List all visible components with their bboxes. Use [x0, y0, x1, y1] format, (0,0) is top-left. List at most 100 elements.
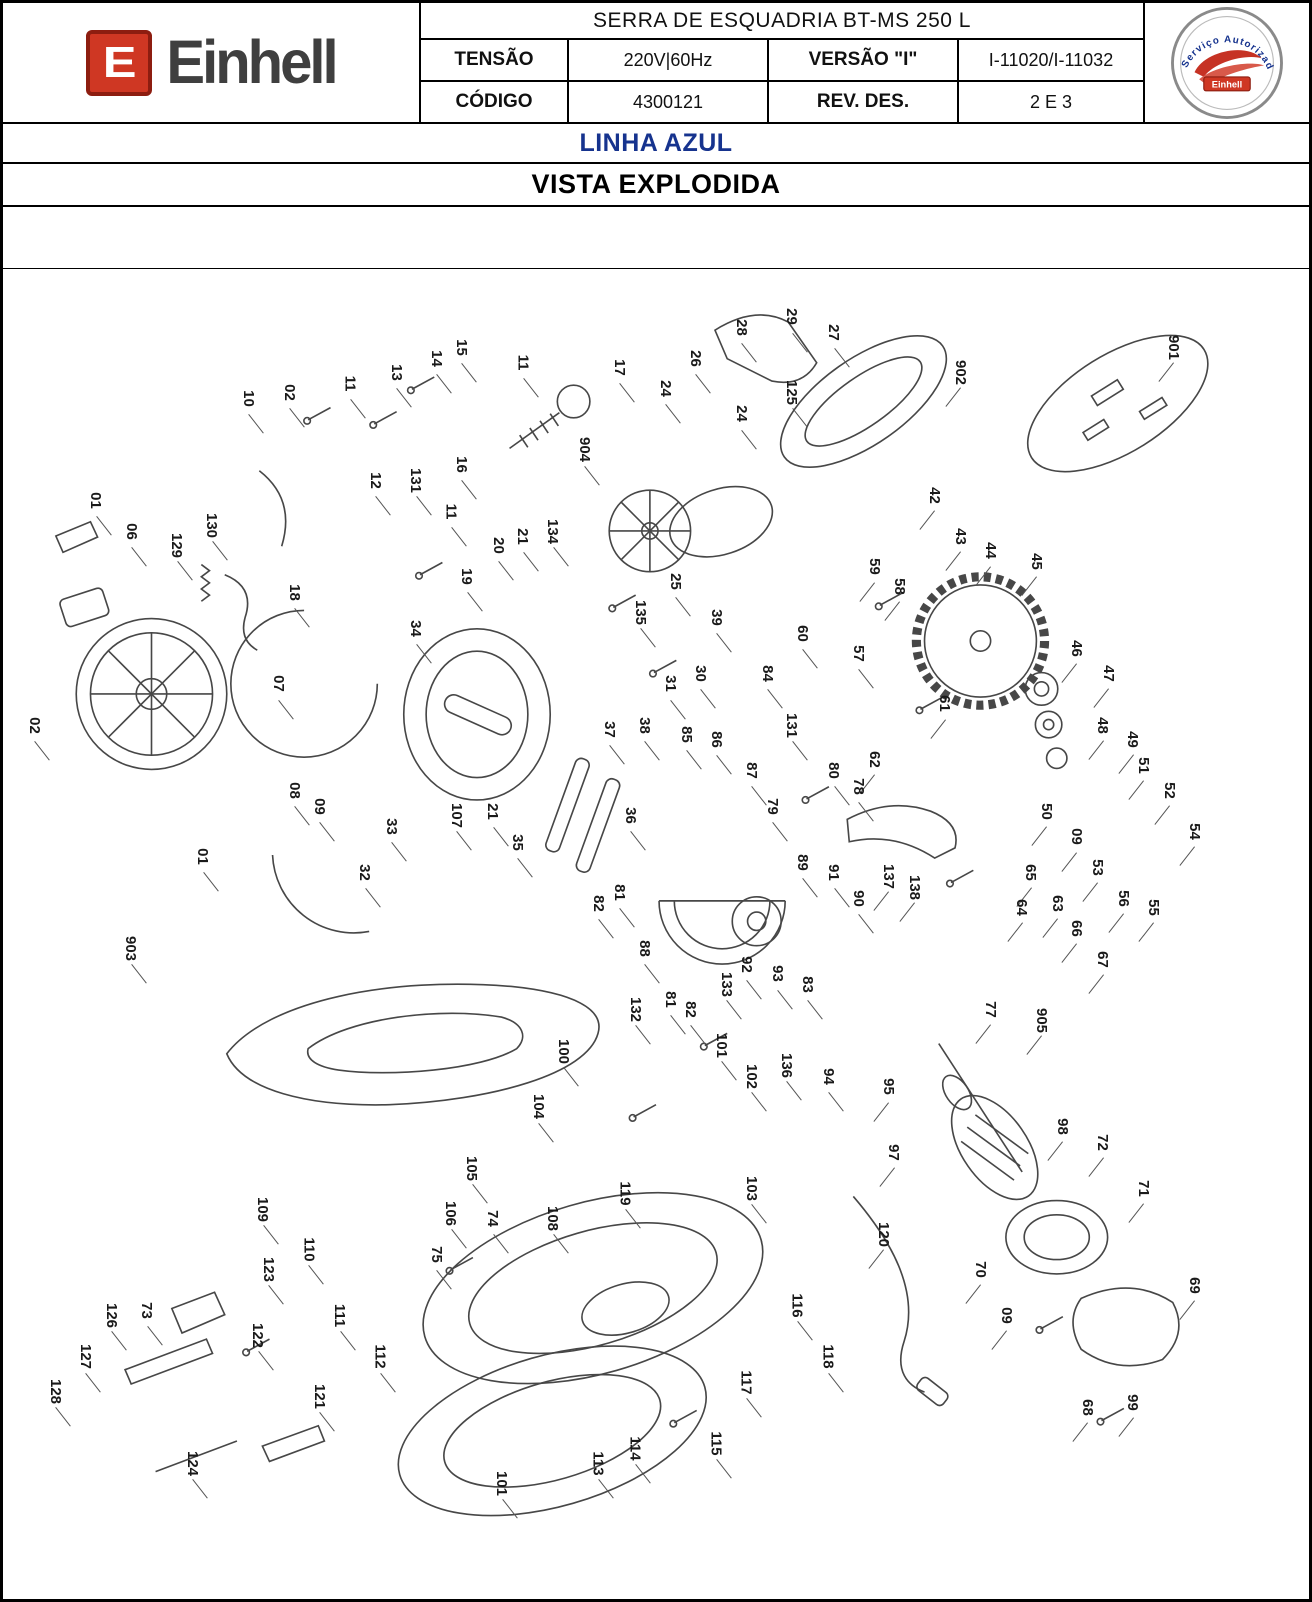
- einhell-logo-icon: E: [86, 29, 153, 96]
- field-value-versao: I-11020/I-11032: [959, 40, 1145, 82]
- part-number: 86: [707, 731, 725, 749]
- part-label-54: 54: [1185, 815, 1203, 849]
- part-number: 121: [310, 1384, 328, 1410]
- part-label-07: 07: [270, 667, 288, 701]
- part-label-905: 905: [1032, 1003, 1050, 1037]
- part-label-39: 39: [707, 600, 725, 634]
- field-value-codigo: 4300121: [569, 82, 769, 122]
- part-label-112: 112: [371, 1340, 389, 1374]
- part-number: 51: [1134, 756, 1152, 774]
- part-number: 29: [783, 308, 801, 326]
- part-label-82: 82: [681, 993, 699, 1027]
- part-label-128: 128: [46, 1375, 64, 1409]
- part-label-51: 51: [1134, 748, 1152, 782]
- part-number: 14: [428, 349, 446, 367]
- part-label-67: 67: [1094, 942, 1112, 976]
- part-number: 65: [1022, 864, 1040, 882]
- part-number: 85: [677, 726, 695, 743]
- part-label-98: 98: [1053, 1110, 1071, 1144]
- part-label-38: 38: [635, 708, 653, 742]
- part-number: 126: [102, 1303, 120, 1329]
- part-number: 105: [463, 1155, 481, 1181]
- part-label-127: 127: [76, 1340, 94, 1374]
- part-label-109: 109: [254, 1192, 272, 1226]
- part-label-903: 903: [122, 932, 140, 966]
- part-number: 78: [849, 778, 867, 795]
- part-number: 31: [661, 675, 679, 693]
- part-label-69: 69: [1185, 1268, 1203, 1302]
- field-label-tensao: TENSÃO: [421, 40, 569, 82]
- part-number: 21: [484, 803, 502, 820]
- part-label-137: 137: [879, 860, 897, 894]
- part-number: 90: [849, 889, 867, 907]
- part-number: 55: [1145, 899, 1163, 916]
- part-number: 02: [280, 384, 298, 402]
- part-number: 107: [447, 803, 465, 829]
- part-number: 32: [356, 864, 374, 882]
- part-label-79: 79: [763, 789, 781, 823]
- part-label-101: 101: [493, 1466, 511, 1500]
- part-number: 67: [1094, 950, 1112, 968]
- part-label-10: 10: [240, 381, 258, 415]
- part-number: 53: [1088, 859, 1106, 876]
- part-number: 11: [514, 354, 532, 371]
- line-name: LINHA AZUL: [579, 128, 733, 157]
- part-label-92: 92: [737, 948, 755, 982]
- part-label-904: 904: [575, 433, 593, 467]
- part-number: 30: [691, 664, 709, 682]
- part-number: 136: [778, 1053, 796, 1079]
- part-label-110: 110: [300, 1232, 318, 1266]
- part-label-131: 131: [783, 708, 801, 742]
- part-number: 54: [1185, 823, 1203, 840]
- field-label-revdes: REV. DES.: [769, 82, 959, 122]
- part-number: 75: [428, 1246, 446, 1263]
- service-badge: Serviço Autorizado Einhell: [1145, 3, 1309, 122]
- part-number: 132: [626, 997, 644, 1023]
- part-label-21: 21: [484, 795, 502, 829]
- part-number: 102: [742, 1063, 760, 1089]
- part-number: 99: [1124, 1393, 1142, 1411]
- part-label-119: 119: [616, 1176, 634, 1210]
- service-badge-icon: Serviço Autorizado Einhell: [1169, 5, 1283, 119]
- section-title: VISTA EXPLODIDA: [531, 169, 781, 199]
- part-label-35: 35: [509, 825, 527, 859]
- part-number: 88: [635, 940, 653, 957]
- part-label-37: 37: [600, 712, 618, 746]
- part-number: 63: [1048, 895, 1066, 912]
- part-label-59: 59: [865, 550, 883, 584]
- part-label-21: 21: [514, 519, 532, 553]
- part-label-72: 72: [1094, 1126, 1112, 1160]
- part-label-123: 123: [259, 1252, 277, 1286]
- part-label-60: 60: [793, 616, 811, 650]
- part-number: 11: [341, 375, 359, 392]
- part-number: 80: [825, 762, 843, 779]
- part-label-129: 129: [168, 529, 186, 563]
- part-number: 97: [885, 1143, 903, 1161]
- part-label-106: 106: [442, 1196, 460, 1230]
- part-label-80: 80: [825, 753, 843, 787]
- part-label-18: 18: [285, 575, 303, 609]
- part-label-105: 105: [463, 1151, 481, 1185]
- part-number: 134: [544, 518, 562, 544]
- part-number: 69: [1185, 1276, 1203, 1294]
- part-label-44: 44: [981, 534, 999, 568]
- part-label-75: 75: [428, 1238, 446, 1272]
- part-number: 39: [707, 609, 725, 626]
- field-value-tensao: 220V|60Hz: [569, 40, 769, 82]
- part-label-82: 82: [590, 886, 608, 920]
- part-label-43: 43: [951, 519, 969, 553]
- part-number: 09: [997, 1307, 1015, 1325]
- part-label-47: 47: [1099, 656, 1117, 690]
- part-label-06: 06: [122, 514, 140, 548]
- part-label-97: 97: [885, 1135, 903, 1169]
- part-label-63: 63: [1048, 886, 1066, 920]
- part-label-81: 81: [661, 982, 679, 1016]
- part-number: 52: [1160, 782, 1178, 799]
- part-label-100: 100: [554, 1034, 572, 1068]
- part-number: 101: [493, 1470, 511, 1496]
- part-label-81: 81: [610, 876, 628, 910]
- part-number: 47: [1099, 664, 1117, 682]
- part-label-33: 33: [382, 809, 400, 843]
